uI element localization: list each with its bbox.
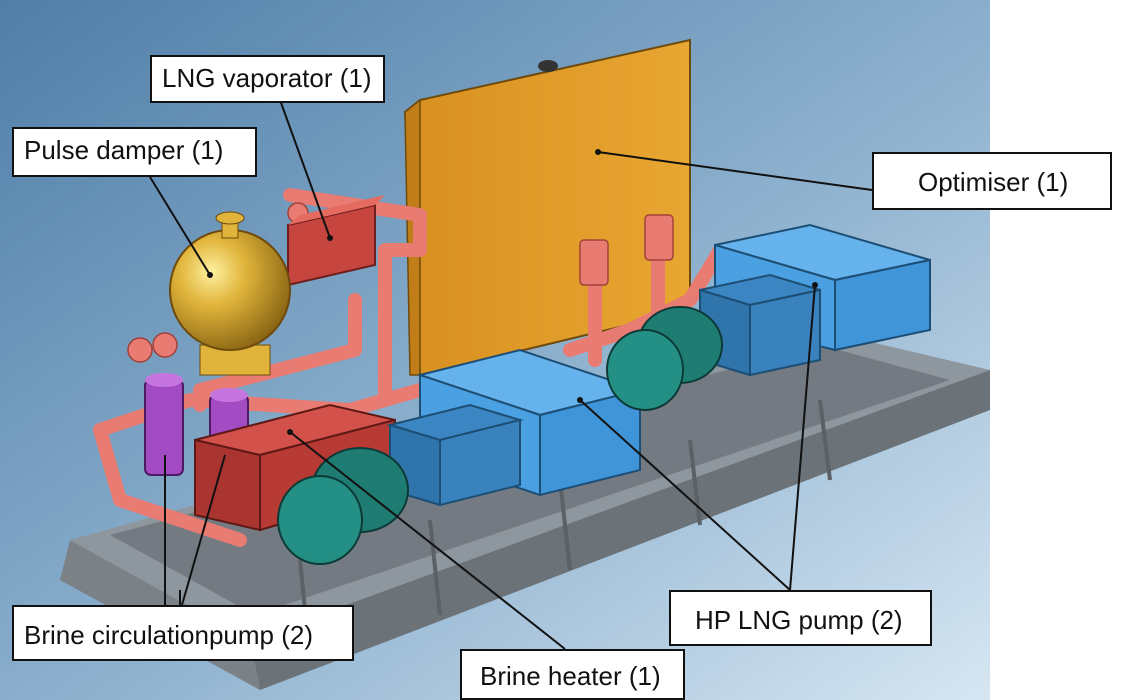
- motor-2: [606, 306, 723, 411]
- leader-points: [207, 149, 818, 435]
- brine-circulation-pump-label: Brine circulationpump (2): [12, 605, 354, 661]
- leader-lines: [149, 99, 873, 650]
- lng-vaporator-label: LNG vaporator (1): [150, 55, 385, 103]
- optimiser-label: Optimiser (1): [872, 152, 1112, 210]
- brine-heater-label: Brine heater (1): [460, 649, 685, 700]
- lng-vaporator-unit: [287, 195, 385, 287]
- pulse-damper-label: Pulse damper (1): [12, 127, 257, 177]
- hp-lng-pump-label: HP LNG pump (2): [669, 590, 932, 646]
- optimiser-unit: [403, 38, 691, 377]
- flanges: [127, 202, 674, 363]
- hp-lng-pump-2: [699, 223, 931, 377]
- hp-lng-pump-1: [386, 348, 644, 507]
